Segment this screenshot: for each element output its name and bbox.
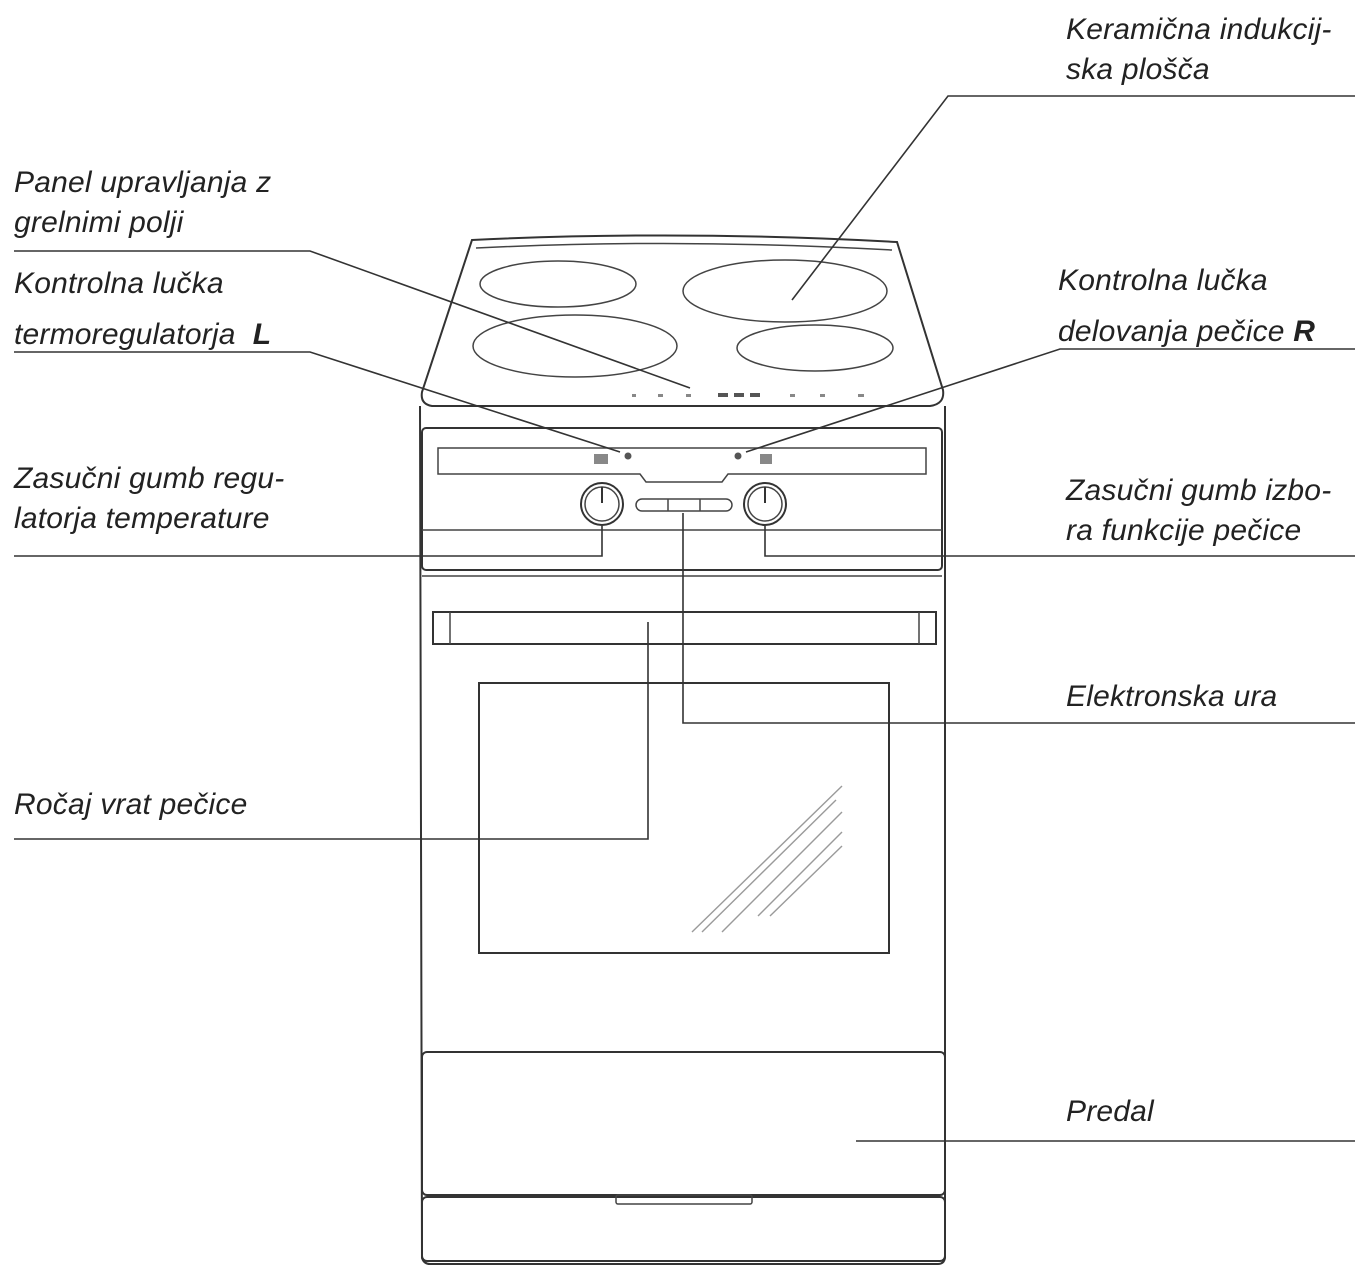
label-line: Panel upravljanja z <box>14 166 272 199</box>
label-door-handle: Ročaj vrat pečice <box>14 788 248 821</box>
label-line-with-marker: termoregulatorja L <box>14 309 271 360</box>
drawer <box>421 1051 946 1262</box>
label-function-knob: Zasučni gumb izbo- ra funkcije pečice <box>1066 471 1331 551</box>
leader-ceramic-hob <box>791 95 1355 301</box>
label-line: Kontrolna lučka <box>14 267 224 300</box>
leader-lines <box>14 95 1355 1142</box>
label-line: latorja temperature <box>14 502 270 535</box>
label-text: termoregulatorja <box>14 318 236 351</box>
label-line: Keramična indukcij- <box>1066 13 1332 46</box>
marker-L: L <box>252 318 272 351</box>
function-knob <box>743 482 787 526</box>
control-fascia <box>421 427 943 571</box>
label-electronic-clock: Elektronska ura <box>1066 680 1278 713</box>
label-drawer: Predal <box>1066 1095 1154 1128</box>
electronic-clock <box>635 498 733 512</box>
label-line: Zasučni gumb izbo- <box>1066 474 1332 507</box>
marker-R: R <box>1293 315 1316 348</box>
cooking-zone-front-left <box>472 314 678 378</box>
oven-symbol <box>760 454 772 464</box>
cooking-zone-front-right <box>736 324 894 372</box>
label-line-with-marker: delovanja pečice R <box>1058 306 1315 357</box>
label-text: delovanja pečice <box>1058 315 1285 348</box>
label-line: ra funkcije pečice <box>1066 514 1302 547</box>
label-temperature-knob: Zasučni gumb regu- latorja temperature <box>14 459 284 539</box>
leader-door-handle <box>14 622 649 840</box>
label-thermostat-lamp: Kontrolna lučka termoregulatorja L <box>14 258 271 360</box>
hob-touch-controls <box>632 393 864 397</box>
thermostat-lamp-L <box>624 452 632 460</box>
ceramic-hob <box>420 234 945 407</box>
oven-lamp-R <box>734 452 742 460</box>
leader-oven-lamp <box>745 348 1355 453</box>
cooker-body <box>419 405 946 1265</box>
leader-electronic-clock <box>682 513 1355 724</box>
leader-hob-control-panel <box>14 250 691 389</box>
oven-window <box>478 682 890 954</box>
label-line: Zasučni gumb regu- <box>14 462 285 495</box>
thermostat-symbol <box>594 454 608 464</box>
label-line: Kontrolna lučka <box>1058 264 1268 297</box>
control-panel-strip <box>437 447 927 483</box>
temperature-knob <box>580 482 624 526</box>
cooking-zone-rear-right <box>682 259 888 323</box>
oven-door-handle <box>432 611 937 645</box>
label-hob-control-panel: Panel upravljanja z grelnimi polji <box>14 163 271 243</box>
leader-function-knob <box>764 526 1355 557</box>
leader-temperature-knob <box>14 526 603 557</box>
label-oven-lamp: Kontrolna lučka delovanja pečice R <box>1058 255 1315 357</box>
label-line: ska plošča <box>1066 53 1210 86</box>
label-ceramic-hob: Keramična indukcij- ska plošča <box>1066 10 1332 90</box>
leader-thermostat-lamp <box>14 351 621 453</box>
label-line: grelnimi polji <box>14 206 184 239</box>
cooking-zone-rear-left <box>479 260 637 308</box>
